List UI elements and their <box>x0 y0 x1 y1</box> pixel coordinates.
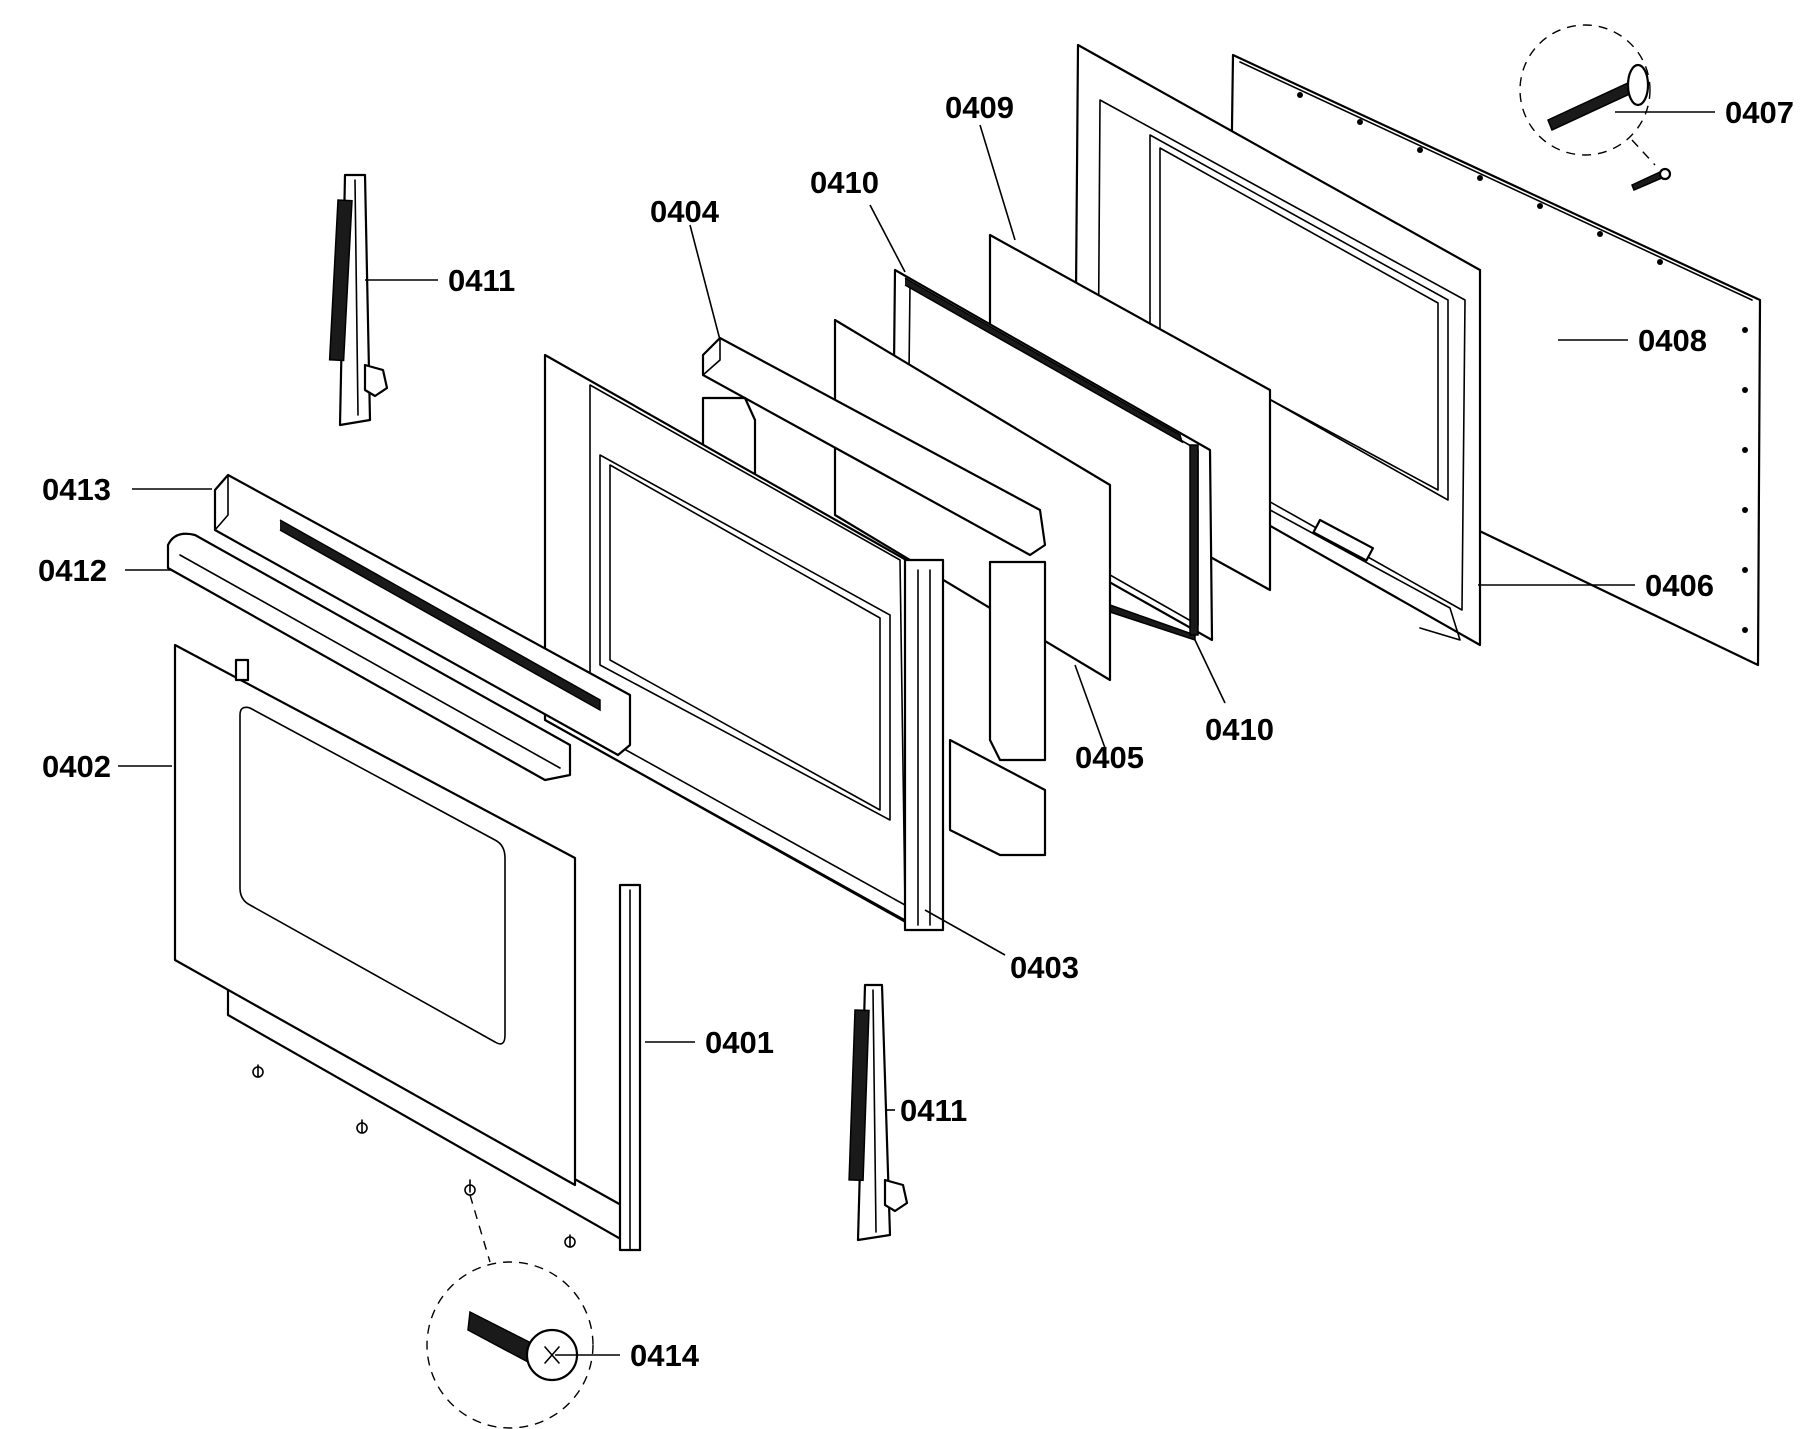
callout-0410-bottom: 0410 <box>1194 639 1274 747</box>
callout-0411-top: 0411 <box>365 263 515 298</box>
callout-label: 0412 <box>38 553 107 588</box>
callout-0404: 0404 <box>650 194 721 341</box>
rear-trim-strip-part <box>213 473 632 757</box>
callout-label: 0410 <box>1205 712 1274 747</box>
callout-label: 0402 <box>42 749 111 784</box>
callout-0401: 0401 <box>645 1025 774 1060</box>
callout-label: 0408 <box>1638 323 1707 358</box>
callout-label: 0411 <box>448 263 515 298</box>
callout-label: 0409 <box>945 90 1014 125</box>
screw-detail-part <box>426 1194 594 1429</box>
callout-0403: 0403 <box>924 909 1079 985</box>
callout-0408: 0408 <box>1558 323 1707 358</box>
hinge-top-part <box>328 173 389 427</box>
callout-0411-bottom: 0411 <box>885 1093 967 1128</box>
hinge-bottom-part <box>848 983 909 1242</box>
callout-label: 0410 <box>810 165 879 200</box>
callout-0406: 0406 <box>1478 568 1714 603</box>
callout-label: 0413 <box>42 472 111 507</box>
bolt-detail-part <box>1519 24 1672 191</box>
callout-0412: 0412 <box>38 553 172 588</box>
door-frame-part <box>543 353 945 932</box>
callout-0402: 0402 <box>42 749 172 784</box>
callout-label: 0406 <box>1645 568 1714 603</box>
callout-label: 0414 <box>630 1338 700 1373</box>
callout-label: 0403 <box>1010 950 1079 985</box>
outer-door-panel-part <box>173 643 577 1187</box>
callout-label: 0404 <box>650 194 720 229</box>
callout-0414: 0414 <box>555 1338 700 1373</box>
callout-0405: 0405 <box>1074 664 1144 775</box>
callout-label: 0405 <box>1075 740 1144 775</box>
callout-0410-top: 0410 <box>810 165 906 273</box>
callout-label: 0401 <box>705 1025 774 1060</box>
callout-0413: 0413 <box>42 472 212 507</box>
callout-label: 0407 <box>1725 95 1794 130</box>
callout-0407: 0407 <box>1615 95 1794 130</box>
handle-strip-part <box>166 532 572 782</box>
callout-label: 0411 <box>900 1093 967 1128</box>
callout-0409: 0409 <box>945 90 1016 241</box>
